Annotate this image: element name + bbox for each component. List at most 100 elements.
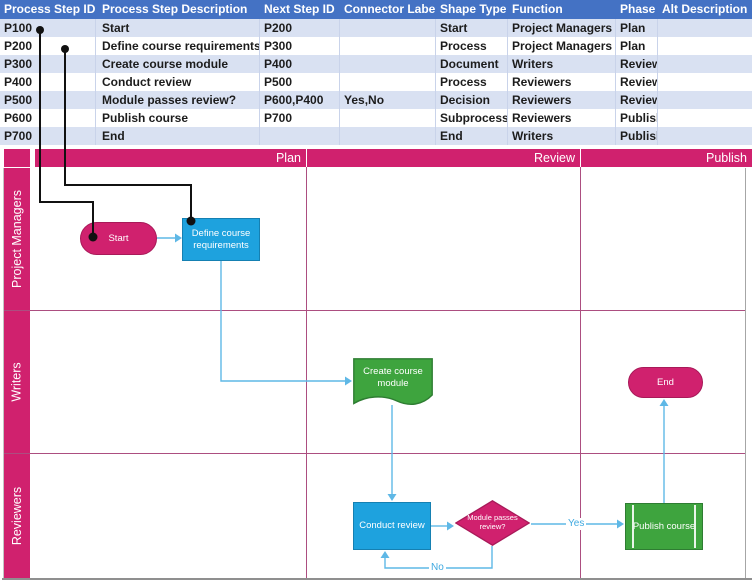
shape-end[interactable]: End [628,367,703,398]
phase-header-publish[interactable]: Publish [581,149,752,167]
shape-define-course-requirements[interactable]: Define course requirements [182,218,260,261]
cell-next[interactable]: P600,P400 [260,91,340,109]
cell-description[interactable]: Define course requirements [96,37,260,55]
cell-id[interactable]: P700 [0,127,96,145]
arrowhead [380,551,390,558]
connector-label-yes[interactable]: Yes [566,518,587,530]
cell-connector[interactable] [340,109,436,127]
cell-phase[interactable]: Publish [616,127,658,145]
arrowhead [659,399,669,406]
diagram-right-border [745,168,746,578]
table-row-p600: P600 Publish course P700 Subprocess Revi… [0,109,752,127]
column-header-process-step-id[interactable]: Process Step ID [4,2,96,16]
shape-conduct-review[interactable]: Conduct review [353,502,431,550]
callout-line-p100-to-start [39,30,94,234]
arrowhead [447,521,454,531]
phase-divider-2 [580,167,581,578]
connector-define-to-create[interactable] [220,261,345,382]
callout-dot-shape-start [88,232,98,242]
column-header-function[interactable]: Function [512,2,563,16]
arrowhead [345,376,352,386]
document-shape-outline [353,358,433,405]
column-header-alt-description[interactable]: Alt Description [662,2,748,16]
table-row-p300: P300 Create course module P400 Document … [0,55,752,73]
cell-description[interactable]: Create course module [96,55,260,73]
cell-function[interactable]: Reviewers [508,109,616,127]
process-table: Process Step ID Process Step Description… [0,0,752,145]
cell-function[interactable]: Reviewers [508,73,616,91]
cell-id[interactable]: P300 [0,55,96,73]
cell-phase[interactable]: Review [616,55,658,73]
cell-description[interactable]: Conduct review [96,73,260,91]
subprocess-right-bar [694,505,696,548]
cell-function[interactable]: Reviewers [508,91,616,109]
column-header-connector-label[interactable]: Connector Label [344,2,436,16]
callout-dot-row-p200 [61,45,69,53]
subprocess-left-bar [632,505,634,548]
cell-shape-type[interactable]: Subprocess [436,109,508,127]
cell-connector[interactable] [340,127,436,145]
column-header-shape-type[interactable]: Shape Type [440,2,507,16]
decision-diamond-outline [455,500,530,546]
phase-header-plan[interactable]: Plan [35,149,306,167]
cell-phase[interactable]: Publish [616,109,658,127]
shape-publish-course-subprocess[interactable]: Publish course [625,503,703,550]
cell-next[interactable] [260,127,340,145]
lane-divider-1 [4,310,746,311]
cell-id[interactable]: P200 [0,37,96,55]
cell-function[interactable]: Writers [508,55,616,73]
cell-function[interactable]: Writers [508,127,616,145]
cell-next[interactable]: P700 [260,109,340,127]
cell-phase[interactable]: Plan [616,37,658,55]
shape-create-course-module[interactable]: Create course module [353,358,433,405]
table-row-p400: P400 Conduct review P500 Process Reviewe… [0,73,752,91]
column-header-description[interactable]: Process Step Description [102,2,248,16]
callout-line-p200-to-define [64,49,192,217]
cell-next[interactable]: P400 [260,55,340,73]
cell-shape-type[interactable]: Decision [436,91,508,109]
cell-description[interactable]: End [96,127,260,145]
cell-shape-type[interactable]: Document [436,55,508,73]
callout-dot-shape-define [186,216,196,226]
arrowhead [175,233,182,243]
lane-divider-2 [4,453,746,454]
phase-header-review[interactable]: Review [307,149,580,167]
column-header-next-step-id[interactable]: Next Step ID [264,2,335,16]
cell-connector[interactable] [340,55,436,73]
connector-label-no[interactable]: No [429,562,446,574]
cell-id[interactable]: P600 [0,109,96,127]
shape-module-passes-review-decision[interactable]: Module passes review? [455,500,530,546]
phase-bar-corner [4,149,30,167]
cell-connector[interactable] [340,73,436,91]
cell-phase[interactable]: Review [616,73,658,91]
cell-shape-type[interactable]: Start [436,19,508,37]
cell-function[interactable]: Project Managers [508,19,616,37]
table-row-p200: P200 Define course requirements P300 Pro… [0,37,752,55]
cell-next[interactable]: P500 [260,73,340,91]
cell-description[interactable]: Publish course [96,109,260,127]
cell-id[interactable]: P400 [0,73,96,91]
cell-id[interactable]: P100 [0,19,96,37]
cell-shape-type[interactable]: End [436,127,508,145]
cell-connector[interactable] [340,37,436,55]
cell-shape-type[interactable]: Process [436,73,508,91]
cell-description[interactable]: Start [96,19,260,37]
cell-next[interactable]: P200 [260,19,340,37]
cell-id[interactable]: P500 [0,91,96,109]
table-row-p700: P700 End End Writers Publish [0,127,752,145]
phase-divider-1 [306,167,307,578]
cell-next[interactable]: P300 [260,37,340,55]
swimlane-title-column [4,168,30,578]
cell-function[interactable]: Project Managers [508,37,616,55]
cell-phase[interactable]: Review [616,91,658,109]
cell-phase[interactable]: Plan [616,19,658,37]
cell-shape-type[interactable]: Process [436,37,508,55]
cell-connector[interactable] [340,19,436,37]
cell-description[interactable]: Module passes review? [96,91,260,109]
cell-connector[interactable]: Yes,No [340,91,436,109]
column-header-phase[interactable]: Phase [620,2,656,16]
table-row-p500: P500 Module passes review? P600,P400 Yes… [0,91,752,109]
arrowhead [387,494,397,501]
